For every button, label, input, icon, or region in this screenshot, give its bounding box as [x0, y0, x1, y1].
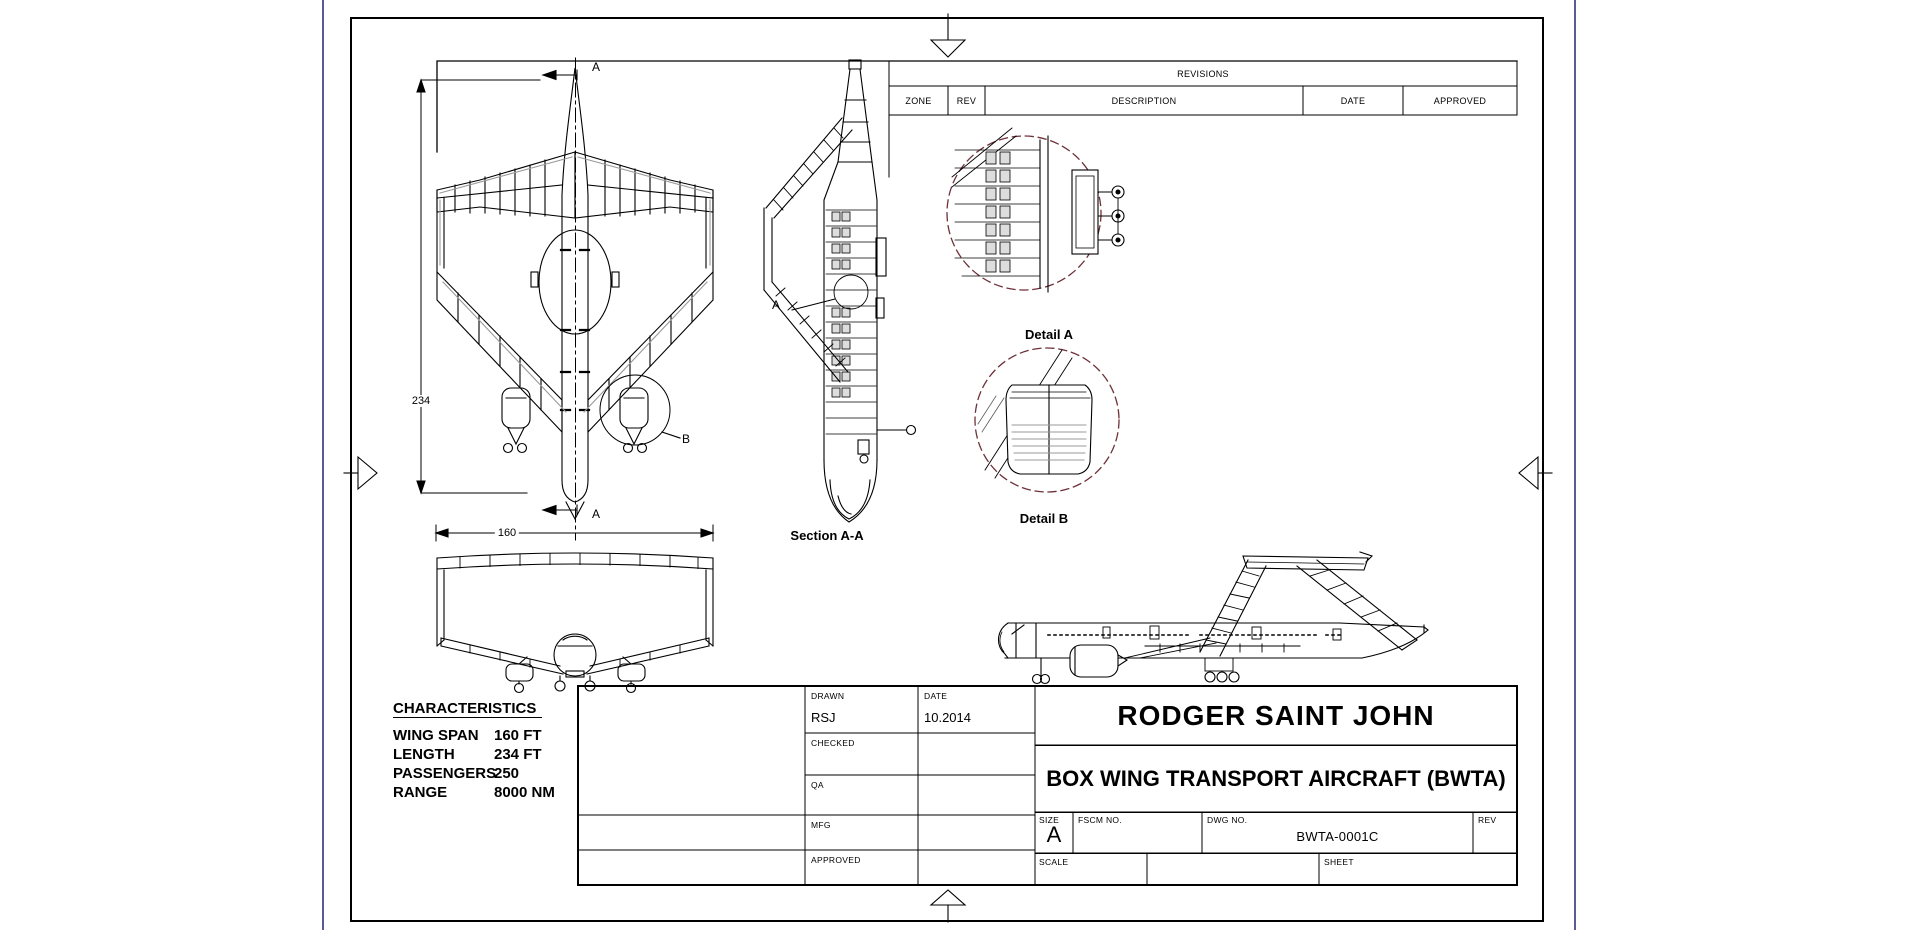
characteristic-value: 250: [494, 765, 520, 782]
characteristics-block: CHARACTERISTICS WING SPAN 160 FT LENGTH …: [393, 700, 578, 803]
sheet-label: SHEET: [1324, 857, 1354, 867]
detail-a-caption: Detail A: [1025, 327, 1073, 342]
plan-view-drawing: [416, 57, 714, 541]
qa-label: QA: [811, 780, 824, 790]
revisions-col-date: DATE: [1340, 95, 1366, 106]
characteristic-value: 234 FT: [494, 746, 542, 763]
date-value: 10.2014: [924, 710, 971, 725]
dim-length-234: 234: [408, 395, 434, 407]
characteristic-row: LENGTH 234 FT: [393, 746, 578, 765]
size-label: SIZE: [1039, 815, 1060, 825]
characteristics-title: CHARACTERISTICS: [393, 700, 543, 718]
drawn-label: DRAWN: [811, 691, 845, 701]
characteristic-label: RANGE: [393, 784, 448, 801]
revisions-col-description: DESCRIPTION: [1111, 95, 1177, 106]
characteristic-value: 8000 NM: [494, 784, 555, 801]
characteristic-row: RANGE 8000 NM: [393, 784, 578, 803]
section-letter-bottom: A: [592, 507, 601, 521]
centering-marks: [343, 13, 1553, 923]
mfg-label: MFG: [811, 820, 831, 830]
revisions-col-approved: APPROVED: [1433, 95, 1487, 106]
dwg-no-value: BWTA-0001C: [1296, 829, 1379, 844]
inner-frame: [436, 60, 1518, 153]
dim-span-160: 160: [494, 527, 520, 539]
characteristic-label: PASSENGERS: [393, 765, 497, 782]
size-value: A: [1046, 822, 1062, 847]
section-leader-letter: A: [772, 298, 781, 312]
front-view-drawing: [434, 524, 715, 694]
characteristic-row: PASSENGERS 250: [393, 765, 578, 784]
fscm-label: FSCM NO.: [1078, 815, 1122, 825]
section-view-drawing: [763, 59, 917, 523]
detail-a-drawing: [946, 127, 1125, 293]
dwg-no-label: DWG NO.: [1207, 815, 1248, 825]
characteristic-label: WING SPAN: [393, 727, 479, 744]
characteristic-value: 160 FT: [494, 727, 542, 744]
checked-label: CHECKED: [811, 738, 855, 748]
page-edge-right: [1574, 0, 1576, 930]
drawn-value: RSJ: [811, 710, 836, 725]
detail-b-drawing: [974, 347, 1120, 493]
date-label: DATE: [924, 691, 948, 701]
title-block-lines: [577, 685, 1518, 886]
sheet-border: [350, 17, 1544, 922]
rev-label: REV: [1478, 815, 1497, 825]
revisions-col-zone: ZONE: [905, 95, 932, 106]
page-edge-left: [322, 0, 324, 930]
revisions-table-lines: [888, 60, 1518, 178]
scale-label: SCALE: [1039, 857, 1069, 867]
approved-label: APPROVED: [811, 855, 861, 865]
characteristic-label: LENGTH: [393, 746, 455, 763]
revisions-col-rev: REV: [956, 95, 977, 106]
revisions-title: REVISIONS: [1177, 68, 1229, 79]
section-caption: Section A-A: [790, 528, 864, 543]
characteristic-row: WING SPAN 160 FT: [393, 727, 578, 746]
detail-b-leader-letter: B: [682, 432, 691, 446]
company-name: RODGER SAINT JOHN: [1117, 699, 1435, 731]
detail-b-caption: Detail B: [1019, 511, 1069, 526]
section-letter-top: A: [592, 60, 601, 74]
drawing-title: BOX WING TRANSPORT AIRCRAFT (BWTA): [1046, 765, 1506, 791]
side-view-drawing: [998, 551, 1429, 685]
